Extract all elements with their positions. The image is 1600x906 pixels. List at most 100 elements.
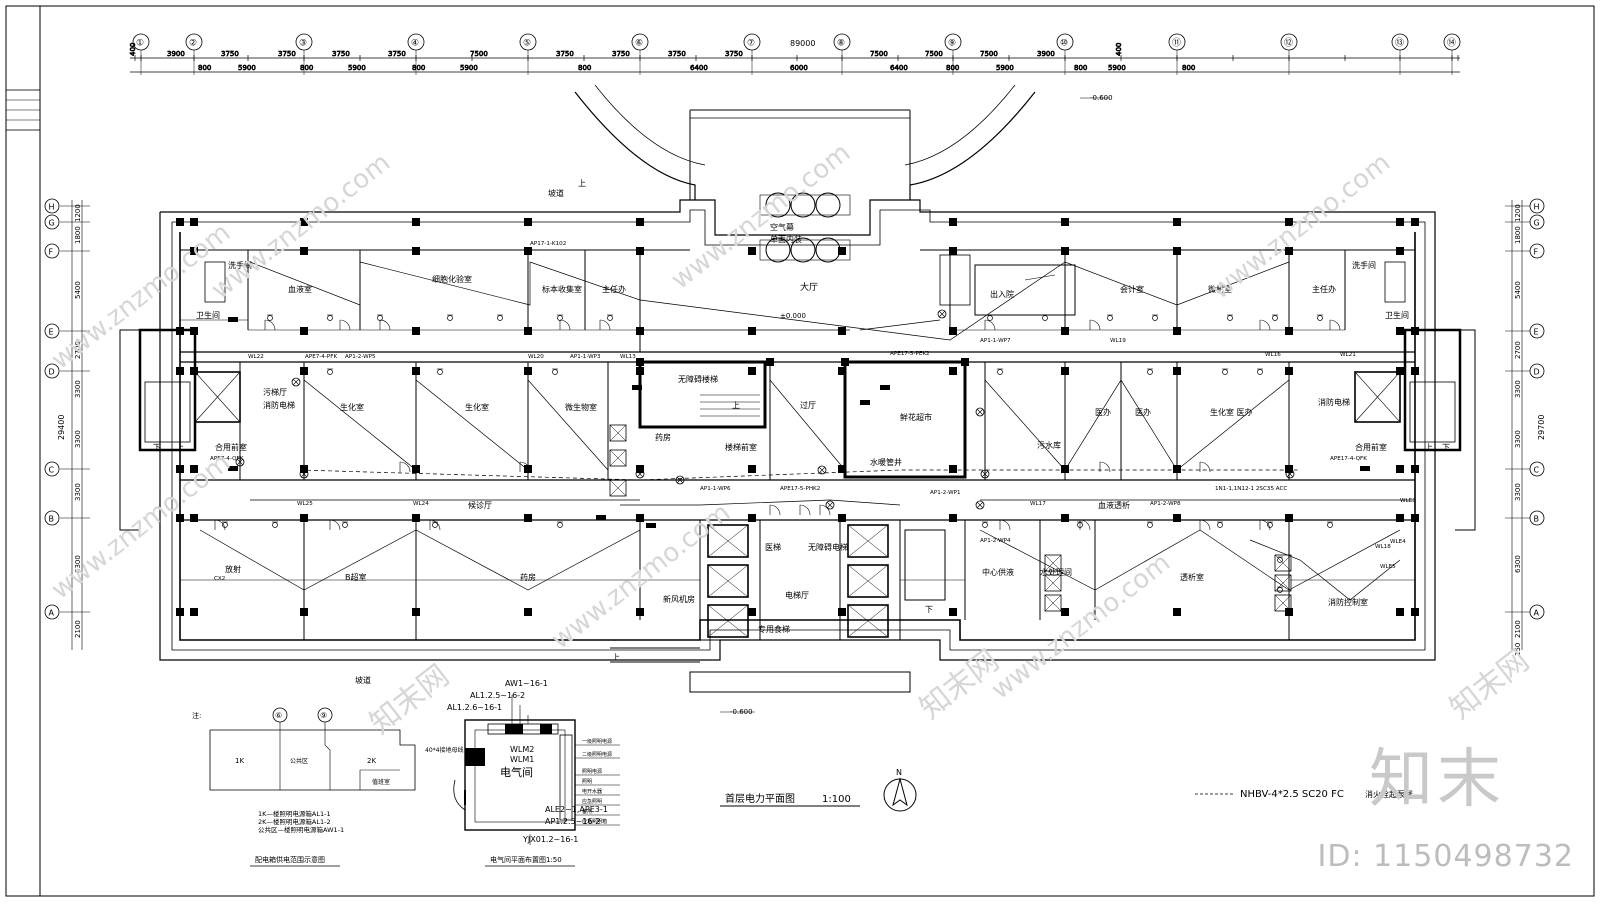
socket-icon: [267, 315, 273, 321]
circuit-label: WL13: [620, 354, 636, 360]
circuit-label: CX2: [214, 576, 225, 582]
lamp-icon: [299, 469, 309, 479]
row-axis-bubble: [44, 243, 60, 259]
inset-note: 注:: [192, 711, 201, 720]
room-sample: 标本收集室: [542, 284, 582, 294]
structural-column: [748, 247, 756, 255]
room-stair-w: 楼梯前室: [725, 442, 757, 452]
room-water-room: 水处理间: [1040, 567, 1072, 577]
structural-column: [949, 247, 957, 255]
lamp-icon: [825, 500, 835, 510]
structural-column: [949, 514, 957, 522]
distribution-panel-icon: [228, 466, 238, 471]
distribution-panel-icon: [596, 515, 606, 520]
socket-icon: [987, 315, 993, 321]
room-medical-elev: 医梯: [765, 542, 781, 552]
room-radio: 放射: [225, 564, 241, 574]
dim-label-row2: 6400: [690, 64, 708, 72]
structural-column: [1061, 247, 1069, 255]
socket-icon: [447, 315, 453, 321]
circuit-label: WL16: [1265, 352, 1281, 358]
equipment-box-icon: [1044, 554, 1062, 572]
row-axis-label: G: [1534, 219, 1540, 228]
structural-column: [838, 247, 846, 255]
total-dimension: 89000: [790, 39, 815, 48]
structural-column: [524, 608, 532, 616]
circuit-label: WL21: [1340, 352, 1356, 358]
left-dim-label: 5400: [74, 281, 82, 299]
socket-icon: [1217, 522, 1223, 528]
socket-icon: [607, 315, 613, 321]
site-watermark-cn: 知末网: [1443, 643, 1535, 726]
structural-column: [1173, 608, 1181, 616]
room-drugstore: 药房: [520, 572, 536, 582]
room-lab-a: 血液室: [288, 284, 312, 294]
circuit-label: WL24: [413, 501, 429, 507]
structural-column: [1061, 608, 1069, 616]
electrical-fixtures: [222, 309, 1370, 612]
room-air-curtain-2: 单面内装: [770, 234, 802, 244]
room-wash-e: 洗手间: [1352, 260, 1376, 270]
room-hall: 大厅: [800, 281, 818, 293]
row-axis-bubble: [44, 198, 60, 214]
inset-electrical-room: [453, 695, 620, 845]
room-water: 水暖管井: [870, 457, 902, 467]
inset-right-tag: 备用: [582, 808, 592, 815]
site-watermark-cn: 知末网: [363, 658, 455, 741]
inset-line-2: 2K—楼照明电源箱AL1-2: [258, 817, 331, 826]
structural-column: [412, 327, 420, 335]
equipment-box-icon: [609, 449, 627, 467]
structural-column: [1173, 514, 1181, 522]
circuit-label: WL25: [297, 501, 313, 507]
row-axis-label: E: [1534, 328, 1539, 337]
structural-column: [524, 367, 532, 375]
structural-column: [524, 247, 532, 255]
dim-label-row1: 3750: [612, 50, 630, 58]
structural-column: [636, 218, 644, 226]
socket-icon: [1222, 369, 1228, 375]
structural-column: [1061, 367, 1069, 375]
structural-column: [1173, 327, 1181, 335]
dim-label-row1: 400: [1115, 43, 1123, 56]
site-watermark: www.znzmo.com: [986, 548, 1176, 706]
column-axis-label: ⑪: [1172, 38, 1181, 49]
cable-spec: NHBV-4*2.5 SC20 FC: [1240, 789, 1344, 800]
inset-right-tag: 一级照明电源: [582, 738, 612, 745]
room-barrier-elev: 无障碍电梯: [808, 542, 848, 552]
structural-column: [748, 367, 756, 375]
circuit-label: APE7-4-QFK: [210, 456, 244, 462]
structural-column: [1285, 367, 1293, 375]
right-dim-label: 5400: [1514, 281, 1522, 299]
row-axis-label: C: [49, 466, 55, 475]
room-front-e: 合用前室: [1355, 442, 1387, 452]
north-label: N: [896, 768, 902, 777]
structural-column: [176, 465, 184, 473]
inset-room-label: 电气间: [500, 765, 533, 779]
structural-column: [524, 218, 532, 226]
structural-column: [300, 514, 308, 522]
circuit-label: AP1-1-WP7: [980, 338, 1011, 344]
cable-desc: 消火栓起泵线: [1365, 789, 1413, 799]
room-fire-elev: 消防电梯: [263, 400, 295, 410]
room-pharmacy: 药房: [655, 432, 671, 442]
structural-column: [1061, 465, 1069, 473]
equipment-box-icon: [609, 424, 627, 442]
circuit-label: AP1-2-WP1: [930, 490, 961, 496]
inset-supply-range: 注: ⑥ ⑨ 1K 公共区 2K 值班室 1K—楼照明电源箱AL1-1 2K—楼…: [192, 707, 416, 867]
structural-column: [190, 465, 198, 473]
socket-icon: [1077, 522, 1083, 528]
inset-line-1: 1K—楼照明电源箱AL1-1: [258, 809, 331, 818]
circuit-label: AP1-2-WP8: [1150, 501, 1181, 507]
room-ramp-s: 坡道: [355, 675, 371, 685]
socket-icon: [1257, 369, 1263, 375]
dim-label-row1: 7500: [870, 50, 888, 58]
column-axis-label: ⑥: [635, 39, 643, 49]
right-dim-label: 1200: [1514, 204, 1522, 222]
inset-right-label: AL1.2.5~16-2: [470, 691, 525, 700]
dim-label-row2: 6000: [790, 64, 808, 72]
structural-column: [838, 465, 846, 473]
right-dim-label: 2700: [1514, 341, 1522, 359]
dim-label-row1: 3900: [1037, 50, 1055, 58]
dim-label-row2: 800: [1074, 64, 1087, 72]
